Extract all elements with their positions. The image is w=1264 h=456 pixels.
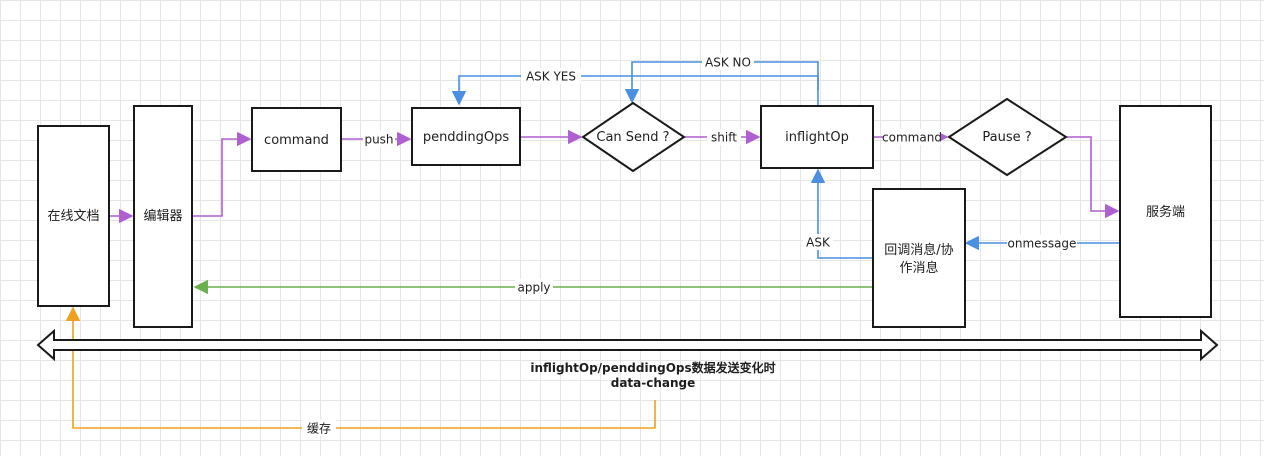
svg-text:回调消息/协: 回调消息/协 — [884, 242, 953, 258]
svg-text:data-change: data-change — [611, 376, 696, 390]
node-pending-ops: penddingOps — [411, 107, 521, 166]
data-change-note: inflightOp/penddingOps数据发送变化时 data-chang… — [530, 360, 775, 390]
edge-label-push: push — [363, 131, 395, 147]
edge-label-shift: shift — [707, 129, 741, 145]
node-online-doc: 在线文档 — [37, 125, 110, 307]
svg-text:服务端: 服务端 — [1146, 204, 1185, 220]
svg-text:编辑器: 编辑器 — [143, 209, 182, 224]
svg-text:command: command — [882, 131, 942, 145]
svg-text:push: push — [364, 133, 393, 147]
svg-text:inflightOp/penddingOps数据发送变化时: inflightOp/penddingOps数据发送变化时 — [530, 360, 775, 375]
svg-text:在线文档: 在线文档 — [47, 209, 99, 224]
edge-label-ask-yes: ASK YES — [521, 68, 581, 84]
svg-text:ASK YES: ASK YES — [526, 70, 576, 84]
svg-text:缓存: 缓存 — [307, 422, 331, 436]
svg-text:penddingOps: penddingOps — [423, 130, 510, 145]
svg-text:shift: shift — [711, 131, 737, 145]
node-server: 服务端 — [1119, 105, 1212, 318]
node-command: command — [251, 107, 342, 172]
edge-cache — [65, 306, 656, 429]
svg-text:Can Send ?: Can Send ? — [596, 130, 669, 145]
edge-label-ask-no: ASK NO — [702, 54, 754, 70]
edge-label-onmessage: onmessage — [1007, 235, 1077, 251]
edge-label-ask: ASK — [803, 234, 833, 250]
node-can-send: Can Send ? — [581, 101, 686, 173]
node-editor: 编辑器 — [133, 105, 193, 328]
edge-label-command: command — [882, 129, 942, 145]
node-pause: Pause ? — [947, 97, 1068, 177]
svg-text:ASK: ASK — [806, 236, 831, 250]
svg-text:Pause ?: Pause ? — [982, 130, 1031, 145]
edge-ask-yes — [451, 75, 819, 106]
edge-editor-to-command — [193, 131, 252, 217]
edge-label-apply: apply — [515, 279, 553, 295]
node-inflight-op: inflightOp — [760, 105, 874, 169]
data-change-double-arrow — [36, 328, 1219, 362]
svg-text:onmessage: onmessage — [1008, 237, 1077, 251]
svg-text:inflightOp: inflightOp — [785, 130, 849, 145]
svg-text:作消息: 作消息 — [899, 260, 938, 276]
svg-text:ASK NO: ASK NO — [705, 56, 751, 70]
svg-text:apply: apply — [517, 281, 550, 295]
edge-ask — [810, 168, 872, 259]
edge-label-cache: 缓存 — [302, 420, 336, 436]
edge-pause-to-server — [1066, 136, 1120, 219]
svg-text:command: command — [264, 133, 329, 148]
node-callback-message: 回调消息/协 作消息 — [872, 188, 966, 328]
